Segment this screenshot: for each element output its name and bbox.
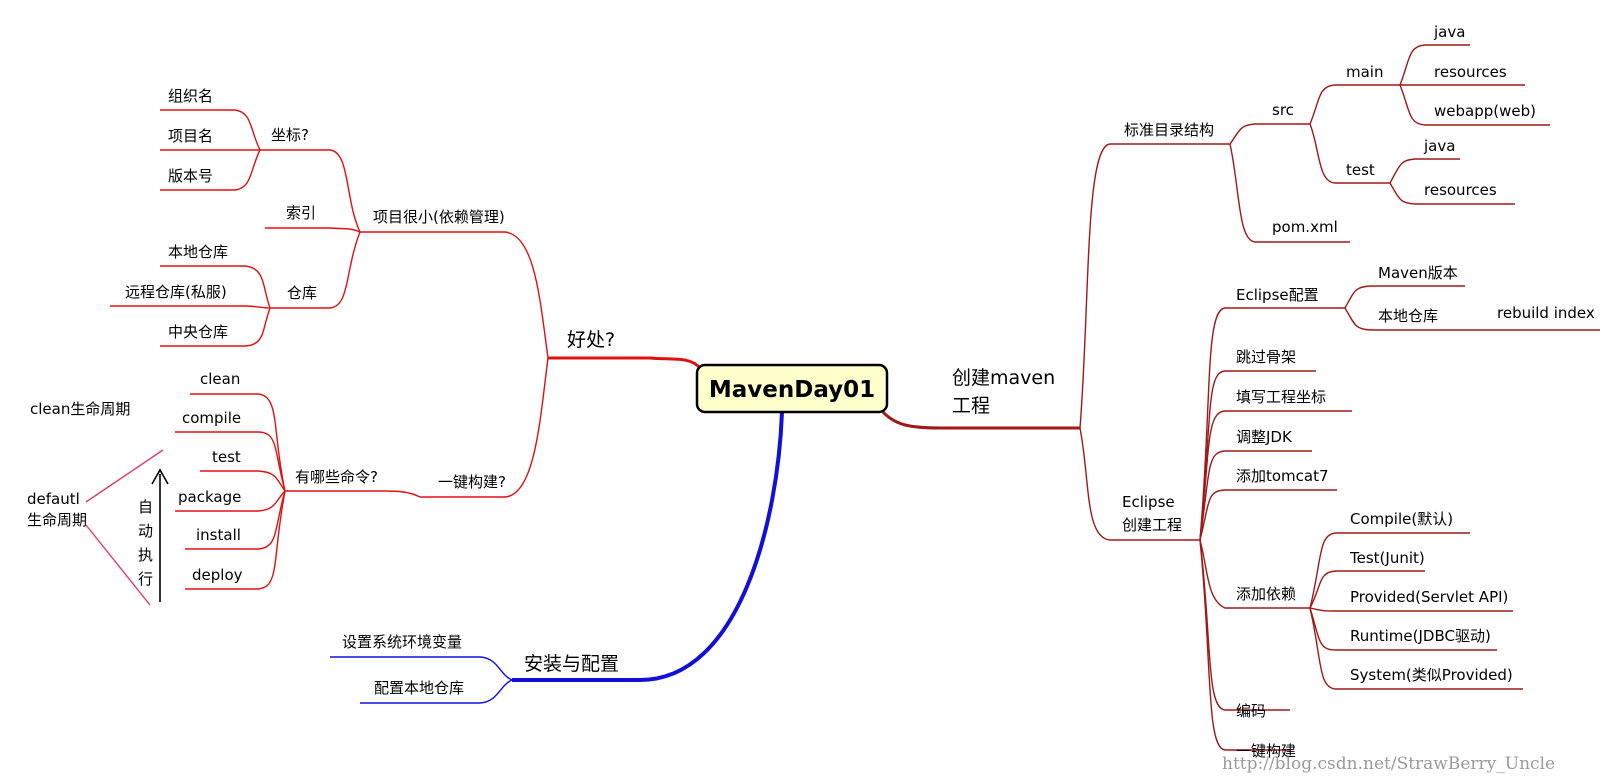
command-test: test xyxy=(212,448,241,466)
add-tomcat: 添加tomcat7 xyxy=(1236,467,1329,485)
benefits-label: 好处? xyxy=(567,329,615,351)
default-lifecycle-label-1: defautl xyxy=(27,490,80,508)
eclipse-config-label: Eclipse配置 xyxy=(1236,286,1319,304)
eclipse-local-repo: 本地仓库 xyxy=(1378,307,1438,325)
main-resources: resources xyxy=(1434,63,1507,81)
one-click-build-label: 一键构建? xyxy=(438,473,506,491)
arrow-head-icon xyxy=(151,468,169,485)
eclipse-label-1: Eclipse xyxy=(1122,493,1175,511)
repo-item-central: 中央仓库 xyxy=(168,323,228,341)
dependency-label: 项目很小(依赖管理) xyxy=(373,208,505,226)
main-label: main xyxy=(1346,63,1383,81)
root-box xyxy=(695,363,889,414)
test-resources: resources xyxy=(1424,181,1497,199)
one-click-label: 一键构建 xyxy=(1236,742,1296,760)
rebuild-index: rebuild index xyxy=(1497,304,1595,322)
scope-provided: Provided(Servlet API) xyxy=(1350,588,1508,606)
repository-label: 仓库 xyxy=(287,284,317,302)
command-install: install xyxy=(196,526,241,544)
skip-archetype: 跳过骨架 xyxy=(1236,348,1296,366)
test-java: java xyxy=(1423,137,1455,155)
auto-exec-char-2: 动 xyxy=(138,522,153,540)
scope-compile: Compile(默认) xyxy=(1350,510,1453,528)
scope-runtime: Runtime(JDBC驱动) xyxy=(1350,627,1491,645)
auto-exec-char-3: 执 xyxy=(138,546,153,564)
fill-coords: 填写工程坐标 xyxy=(1236,388,1326,406)
adjust-jdk: 调整JDK xyxy=(1236,428,1293,446)
create-project-label-1: 创建maven xyxy=(952,367,1055,389)
command-deploy: deploy xyxy=(192,566,243,584)
eclipse-label-2: 创建工程 xyxy=(1122,516,1182,534)
coord-item-version: 版本号 xyxy=(168,167,213,185)
commands-label: 有哪些命令? xyxy=(295,468,378,486)
benefits-branch: 好处? 项目很小(依赖管理) 坐标? 索引 仓库 组织名 项目名 版本号 本地仓… xyxy=(110,87,702,590)
test-label: test xyxy=(1346,161,1375,179)
scope-system: System(类似Provided) xyxy=(1350,666,1513,684)
install-label: 安装与配置 xyxy=(524,653,619,675)
install-branch: 安装与配置 设置系统环境变量 配置本地仓库 xyxy=(330,411,784,704)
watermark: http://blog.csdn.net/StrawBerry_Uncle xyxy=(1222,754,1555,774)
repo-item-local: 本地仓库 xyxy=(168,243,228,261)
create-project-branch: 创建maven 工程 标准目录结构 src pom.xml main test … xyxy=(881,23,1600,760)
index-label: 索引 xyxy=(286,204,316,222)
main-webapp: webapp(web) xyxy=(1434,102,1536,120)
standard-dirs-label: 标准目录结构 xyxy=(1124,121,1214,139)
clean-lifecycle-label: clean生命周期 xyxy=(30,400,130,418)
default-lifecycle-label-2: 生命周期 xyxy=(27,511,87,529)
command-compile: compile xyxy=(182,409,241,427)
add-deps-label: 添加依赖 xyxy=(1236,585,1296,603)
auto-exec-char-1: 自 xyxy=(138,498,153,516)
root-node[interactable]: MavenDay01 xyxy=(695,363,889,414)
auto-exec-char-4: 行 xyxy=(138,570,153,588)
command-clean: clean xyxy=(200,370,240,388)
pom-label: pom.xml xyxy=(1272,218,1338,236)
src-label: src xyxy=(1272,101,1294,119)
repo-item-remote: 远程仓库(私服) xyxy=(125,283,227,301)
coord-item-group: 组织名 xyxy=(168,87,213,105)
coordinates-label: 坐标? xyxy=(271,126,309,144)
coord-item-artifact: 项目名 xyxy=(168,127,213,145)
maven-version: Maven版本 xyxy=(1378,264,1458,282)
main-java: java xyxy=(1433,23,1465,41)
install-item-local-repo: 配置本地仓库 xyxy=(374,679,464,697)
install-item-env: 设置系统环境变量 xyxy=(342,633,462,651)
create-project-label-2: 工程 xyxy=(952,395,990,417)
lifecycle-notes: clean生命周期 defautl 生命周期 自 动 执 行 xyxy=(27,400,169,606)
encoding-label: 编码 xyxy=(1236,702,1266,720)
root-title: MavenDay01 xyxy=(709,377,875,403)
scope-test: Test(Junit) xyxy=(1349,549,1425,567)
command-package: package xyxy=(178,488,241,506)
